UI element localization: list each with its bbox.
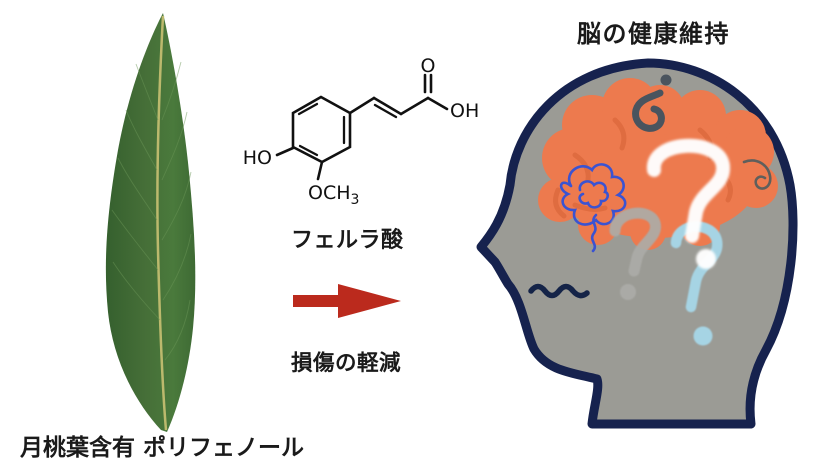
benzene-ring bbox=[291, 95, 352, 164]
leaf-image bbox=[105, 13, 196, 432]
blue-scribble-icon bbox=[559, 163, 627, 253]
hydroxyl-bond bbox=[275, 146, 295, 157]
molecule-name-label: フェルラ酸 bbox=[291, 228, 404, 253]
atom-label-ho: HO bbox=[243, 147, 272, 169]
eye-wave-icon bbox=[528, 283, 590, 299]
carboxyl-group bbox=[423, 73, 449, 111]
methoxy-bond bbox=[316, 160, 324, 181]
gray-question-mark-icon bbox=[609, 207, 661, 300]
light-blue-question-mark-icon bbox=[670, 221, 723, 346]
red-arrow-icon bbox=[293, 284, 401, 318]
gray-squiggle-icon bbox=[742, 159, 772, 190]
leaf-caption-label: 月桃葉含有 ポリフェノール bbox=[20, 435, 305, 461]
white-question-mark-icon bbox=[647, 138, 731, 269]
head-silhouette-icon bbox=[476, 58, 798, 429]
head-title-label: 脳の健康維持 bbox=[577, 20, 730, 48]
leaf-veins bbox=[111, 61, 192, 361]
leaf-blade bbox=[105, 13, 196, 432]
propenoic-chain bbox=[348, 96, 430, 119]
atom-label-o: O bbox=[421, 55, 436, 77]
ferulic-acid-structure: HO O OH OCH3 bbox=[243, 55, 480, 208]
ring-double-bonds bbox=[297, 102, 346, 157]
arrow-caption-label: 損傷の軽減 bbox=[291, 351, 402, 376]
inverted-question-mark-icon bbox=[632, 74, 672, 132]
leaf-midrib bbox=[156, 15, 168, 431]
atom-label-oh: OH bbox=[450, 100, 479, 122]
atom-label-och3: OCH3 bbox=[308, 182, 359, 208]
